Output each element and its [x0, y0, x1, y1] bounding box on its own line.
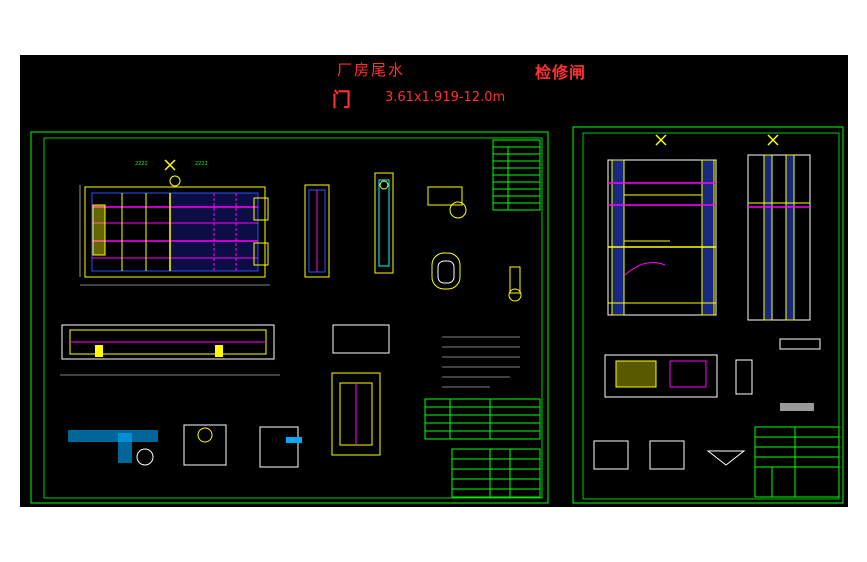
right-sheet [572, 126, 844, 504]
a-a-plan-view [60, 324, 280, 376]
left-sheet-inner-border [43, 137, 543, 499]
bottom-detail-views [68, 324, 390, 468]
side-section-views [304, 172, 522, 302]
frame-section-details [593, 403, 814, 470]
right-sheet-outer-border [572, 126, 844, 504]
svg-text:2222: 2222 [195, 161, 208, 167]
drawing-title-line2: 门 [332, 89, 352, 111]
left-sheet-outer-border [30, 131, 549, 504]
gate-elevation-view: 2222 2222 [79, 159, 270, 286]
right-title-block [754, 426, 840, 498]
cad-drawing-canvas: 厂房尾水 检修闸 门 3.61x1.919-12.0m [20, 55, 848, 507]
drawing-spec: 3.61x1.919-12.0m [385, 90, 506, 105]
svg-text:2222: 2222 [135, 161, 148, 167]
gate-frame-side-view [747, 134, 811, 321]
parts-table [492, 139, 541, 211]
right-sheet-inner-border [582, 132, 840, 500]
drawing-sheets: 2222 2222 [30, 126, 844, 504]
left-sheet: 2222 2222 [30, 131, 549, 504]
notes-block [442, 336, 520, 388]
drawing-title-line1: 厂房尾水 [337, 61, 406, 79]
frame-plan-view [604, 338, 821, 398]
drawing-title-right: 检修闸 [535, 63, 587, 82]
gate-frame-elevation [607, 134, 717, 316]
left-title-block [424, 398, 541, 498]
